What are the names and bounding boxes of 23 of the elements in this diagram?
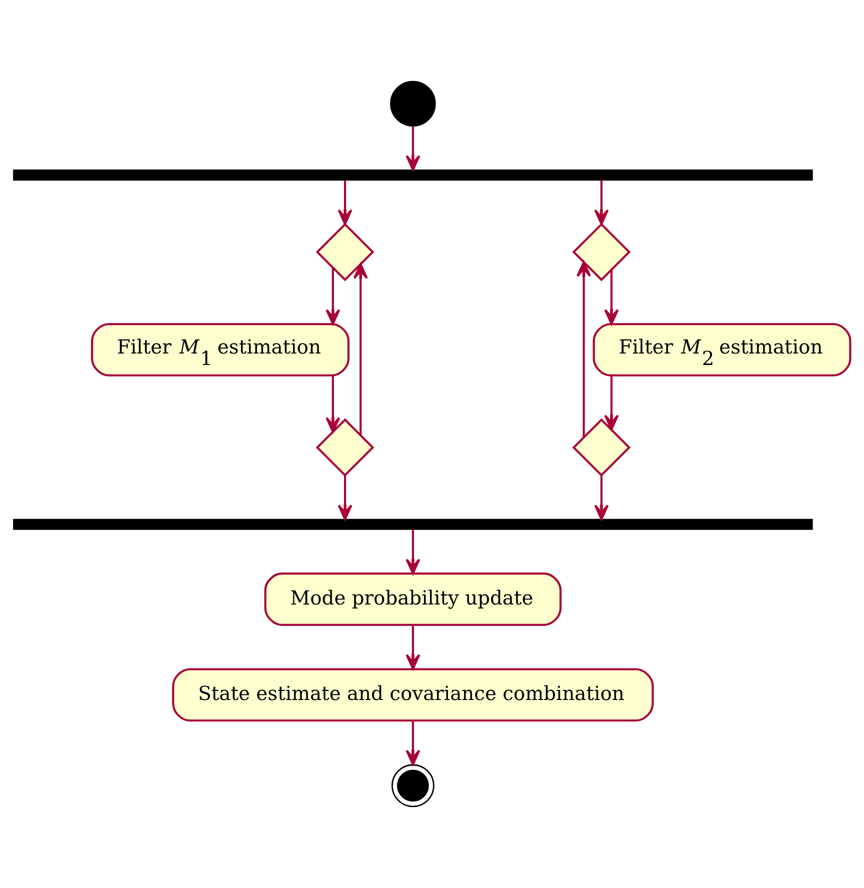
node-box: Mode probability update xyxy=(264,572,562,626)
node-diamond xyxy=(572,418,631,477)
arrow xyxy=(594,475,609,520)
node-diamond xyxy=(316,418,374,477)
arrow xyxy=(326,375,340,433)
arrow xyxy=(406,625,420,670)
arrow xyxy=(338,180,352,226)
arrow xyxy=(406,126,420,171)
arrow xyxy=(406,529,420,574)
arrow xyxy=(326,268,340,325)
arrow xyxy=(576,261,592,437)
node-box: State estimate and covariance combination xyxy=(172,668,654,722)
node-diamond xyxy=(572,222,631,282)
arrow xyxy=(406,720,420,766)
node-bar xyxy=(13,518,813,530)
arrow xyxy=(594,180,609,226)
arrow xyxy=(353,263,368,436)
node-bullseye xyxy=(391,764,434,808)
node-bar xyxy=(13,170,813,181)
arrow xyxy=(604,375,619,430)
node-circle xyxy=(390,80,436,127)
arrow xyxy=(338,475,352,520)
arrow xyxy=(604,270,619,325)
